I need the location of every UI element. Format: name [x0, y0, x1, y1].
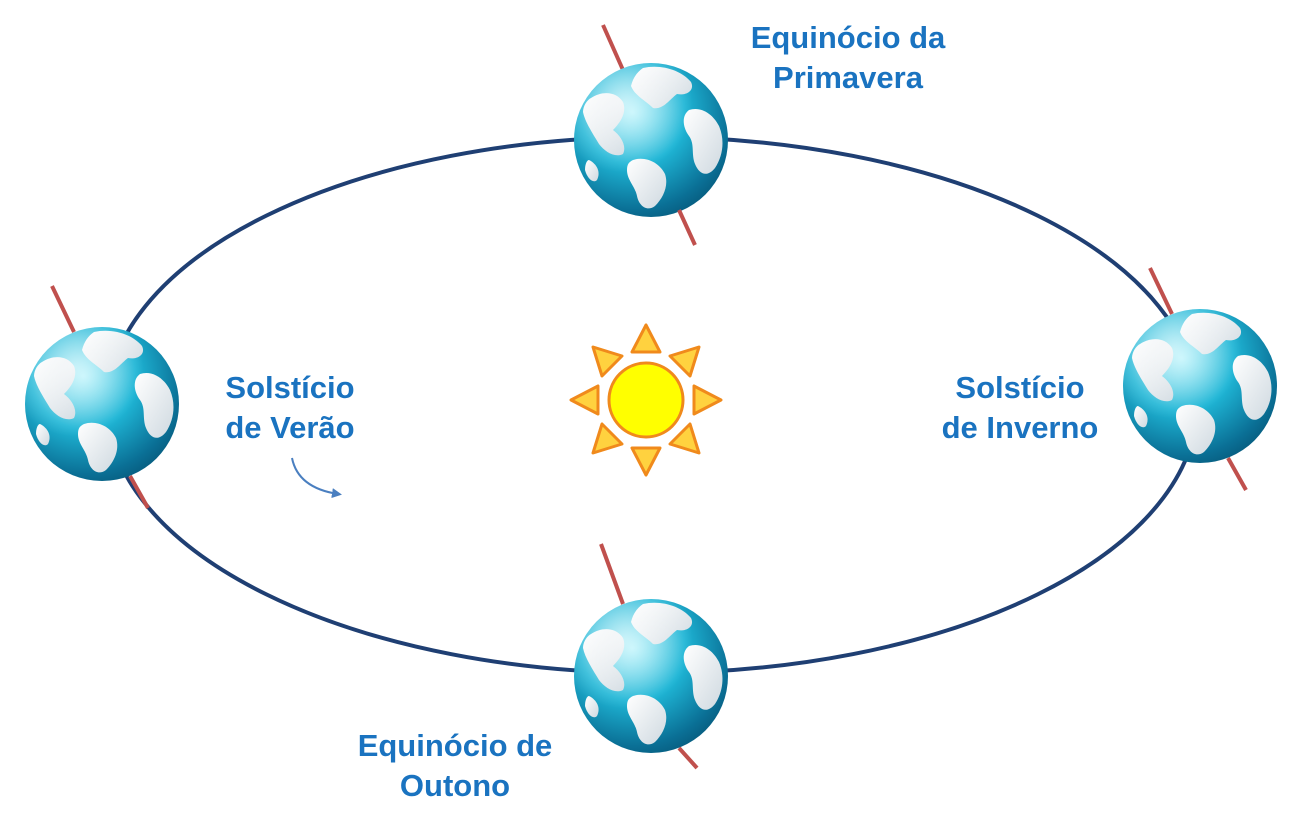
earth-globe-icon [574, 24, 728, 246]
label-winter-line1: Solstício [955, 370, 1085, 405]
earth-globe-icon [25, 285, 179, 509]
label-summer-line2: de Verão [225, 410, 355, 445]
curved-arrow-icon [291, 457, 342, 499]
label-winter-solstice: Solstício de Inverno [900, 368, 1140, 448]
label-winter-line2: de Inverno [941, 410, 1099, 445]
earth-globe-icon [574, 543, 728, 770]
label-autumn-equinox: Equinócio de Outono [310, 726, 600, 806]
label-summer-line1: Solstício [225, 370, 355, 405]
label-autumn-line2: Outono [399, 768, 511, 803]
sun-icon [569, 323, 723, 477]
label-spring-line1: Equinócio da [750, 20, 946, 55]
label-spring-equinox: Equinócio da Primavera [708, 18, 988, 98]
label-spring-line2: Primavera [773, 60, 923, 95]
label-summer-solstice: Solstício de Verão [170, 368, 410, 448]
label-autumn-line1: Equinócio de [357, 728, 553, 763]
earth-globe-icon [1123, 267, 1277, 491]
